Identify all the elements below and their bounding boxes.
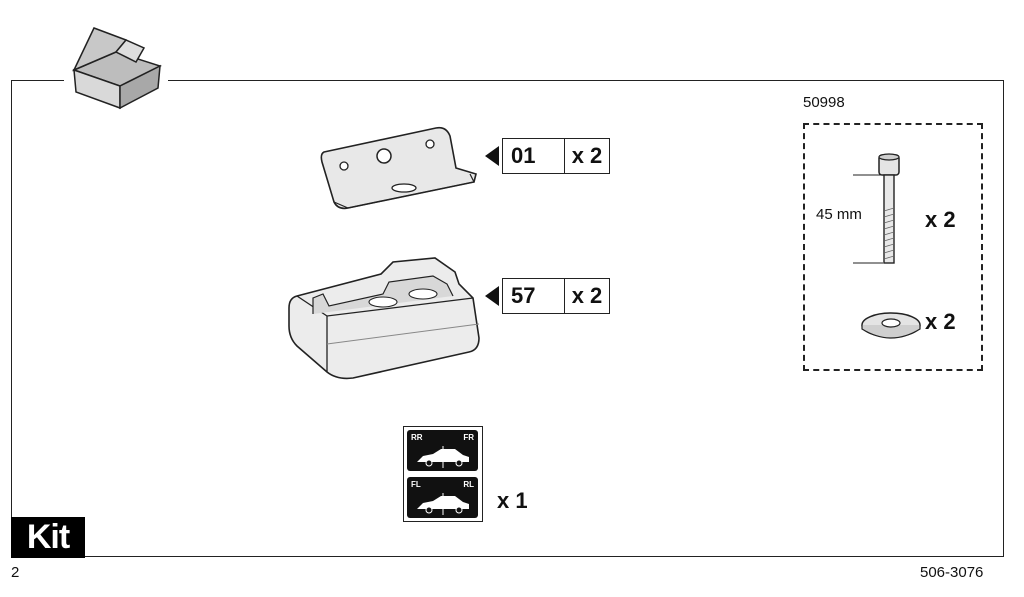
washer-qty: x 2 [925, 309, 956, 334]
sticker-top: RR FR [407, 430, 478, 471]
part-tag-01: 01 x 2 [502, 138, 610, 174]
bolt-qty: x 2 [925, 207, 956, 232]
sticker-label-fr: FR [463, 433, 474, 442]
part-code: 57 [503, 279, 565, 313]
car-icon [417, 493, 469, 515]
sticker-qty: x 1 [497, 488, 528, 513]
part-qty: x 2 [571, 143, 603, 168]
sticker-bottom: FL RL [407, 477, 478, 518]
part-tag-57: 57 x 2 [502, 278, 610, 314]
bracket-icon [320, 126, 477, 210]
bolt-icon [853, 153, 900, 264]
kit-label: Kit [11, 517, 85, 558]
pointer-arrow-icon [485, 146, 499, 166]
page-number: 2 [11, 564, 20, 581]
diagram-frame [11, 80, 1004, 557]
part-code: 01 [503, 139, 565, 173]
washer-icon [861, 312, 921, 339]
bolt-length-label: 45 mm [814, 206, 864, 223]
position-sticker-sheet: RR FR FL RL [403, 426, 483, 522]
part-qty: x 2 [571, 283, 603, 308]
pointer-arrow-icon [485, 286, 499, 306]
kit-code: 50998 [803, 94, 845, 111]
sticker-label-fl: FL [411, 480, 421, 489]
car-icon [417, 446, 469, 468]
doc-number: 506-3076 [920, 564, 984, 581]
package-box-icon [64, 22, 168, 112]
foot-pad-icon [288, 257, 480, 380]
sticker-label-rr: RR [411, 433, 423, 442]
bolt-kit-box: 45 mm x 2 x 2 [803, 123, 983, 371]
sticker-label-rl: RL [463, 480, 474, 489]
